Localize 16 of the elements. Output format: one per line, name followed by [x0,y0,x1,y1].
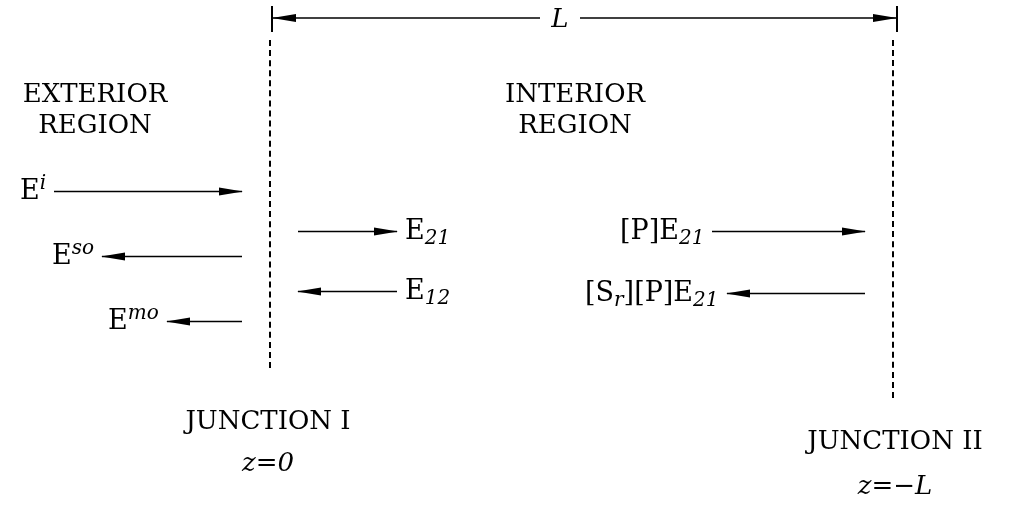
arrow [711,227,866,236]
field-label: E$^{mo}$ [108,304,159,335]
field-label: E$_{12}$ [405,274,451,305]
arrow [166,317,243,326]
arrow [297,227,398,236]
field-label: [S$_{r}$][P]E$_{21}$ [585,276,719,307]
field-label: E$^{so}$ [52,239,95,270]
field-label: E$^{i}$ [20,174,47,205]
field-label: [P]E$_{21}$ [620,214,705,245]
junction-line [892,40,894,398]
junction-line [269,40,271,368]
field-label: E$_{21}$ [405,214,451,245]
arrow [297,287,398,296]
arrow [726,289,866,298]
arrow [53,187,243,196]
arrow [101,252,243,261]
